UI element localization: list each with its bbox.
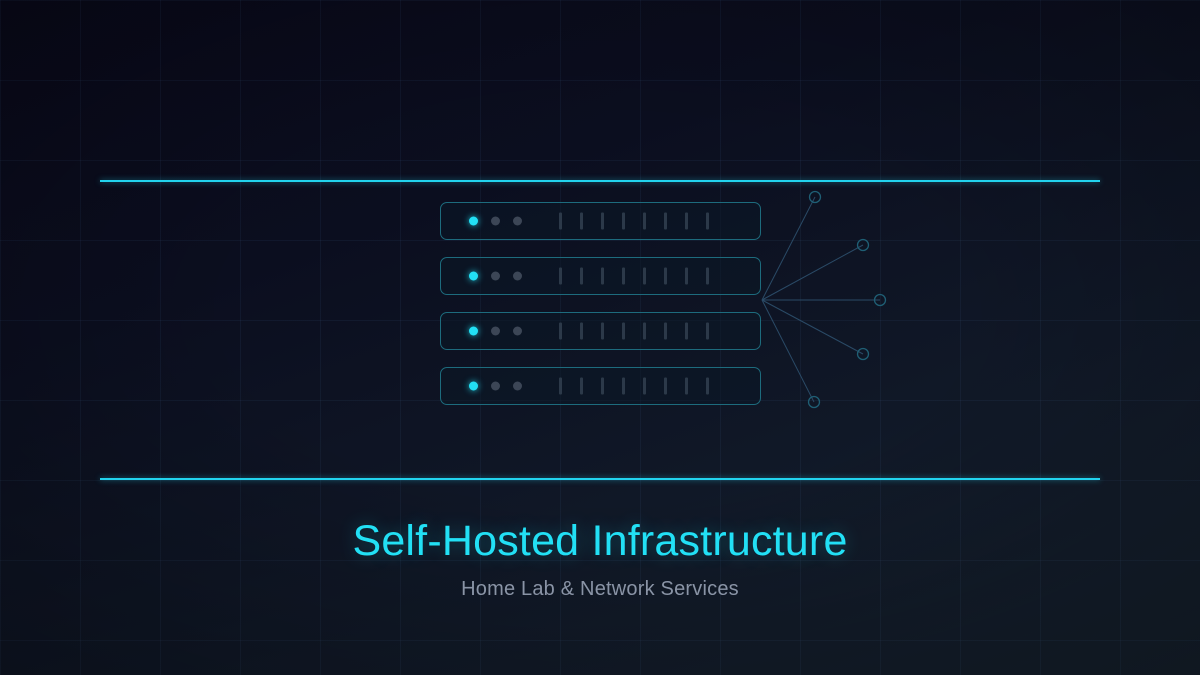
network-node-1-icon[interactable] [808,190,822,204]
network-link [761,196,816,301]
network-node-3-icon[interactable] [873,293,887,307]
server-unit-4[interactable] [440,367,761,405]
drive-slot-icon [706,377,709,395]
status-led-group [469,381,522,391]
drive-slot-group [559,322,709,340]
network-link [761,299,864,355]
status-led-active-icon [469,271,478,281]
status-led-idle-icon [491,271,500,281]
network-link [761,299,815,403]
network-link [761,244,864,301]
status-led-idle-icon [513,381,522,391]
drive-slot-icon [706,267,709,285]
drive-slot-icon [580,212,583,230]
drive-slot-icon [622,322,625,340]
drive-slot-icon [664,212,667,230]
drive-slot-icon [601,377,604,395]
drive-slot-icon [601,322,604,340]
drive-slot-icon [664,377,667,395]
drive-slot-icon [643,377,646,395]
drive-slot-icon [580,377,583,395]
status-led-group [469,326,522,336]
server-unit-3[interactable] [440,312,761,350]
drive-slot-icon [559,267,562,285]
status-led-active-icon [469,326,478,336]
status-led-active-icon [469,381,478,391]
status-led-idle-icon [491,381,500,391]
drive-slot-icon [685,377,688,395]
drive-slot-icon [580,322,583,340]
page-title: Self-Hosted Infrastructure [352,517,848,565]
drive-slot-icon [559,377,562,395]
network-node-4-icon[interactable] [856,347,870,361]
network-link-group [761,196,880,403]
status-led-idle-icon [513,216,522,226]
page-subtitle: Home Lab & Network Services [461,577,739,600]
network-node-group [807,190,887,409]
drive-slot-icon [643,267,646,285]
drive-slot-icon [622,212,625,230]
status-led-idle-icon [513,326,522,336]
server-unit-1[interactable] [440,202,761,240]
drive-slot-icon [559,212,562,230]
drive-slot-group [559,212,709,230]
drive-slot-icon [706,322,709,340]
drive-slot-icon [685,267,688,285]
drive-slot-icon [664,267,667,285]
drive-slot-icon [559,322,562,340]
server-unit-2[interactable] [440,257,761,295]
accent-line-top [100,180,1100,182]
drive-slot-icon [580,267,583,285]
drive-slot-icon [643,212,646,230]
drive-slot-icon [685,322,688,340]
status-led-idle-icon [491,326,500,336]
status-led-group [469,216,522,226]
drive-slot-icon [664,322,667,340]
drive-slot-icon [706,212,709,230]
status-led-idle-icon [513,271,522,281]
network-node-2-icon[interactable] [856,238,870,252]
status-led-active-icon [469,216,478,226]
drive-slot-icon [622,377,625,395]
drive-slot-icon [643,322,646,340]
drive-slot-icon [685,212,688,230]
title-block: Self-Hosted Infrastructure Home Lab & Ne… [0,516,1200,601]
drive-slot-group [559,377,709,395]
drive-slot-icon [622,267,625,285]
drive-slot-group [559,267,709,285]
drive-slot-icon [601,267,604,285]
network-node-5-icon[interactable] [807,395,821,409]
accent-line-bottom [100,478,1100,480]
status-led-idle-icon [491,216,500,226]
drive-slot-icon [601,212,604,230]
status-led-group [469,271,522,281]
